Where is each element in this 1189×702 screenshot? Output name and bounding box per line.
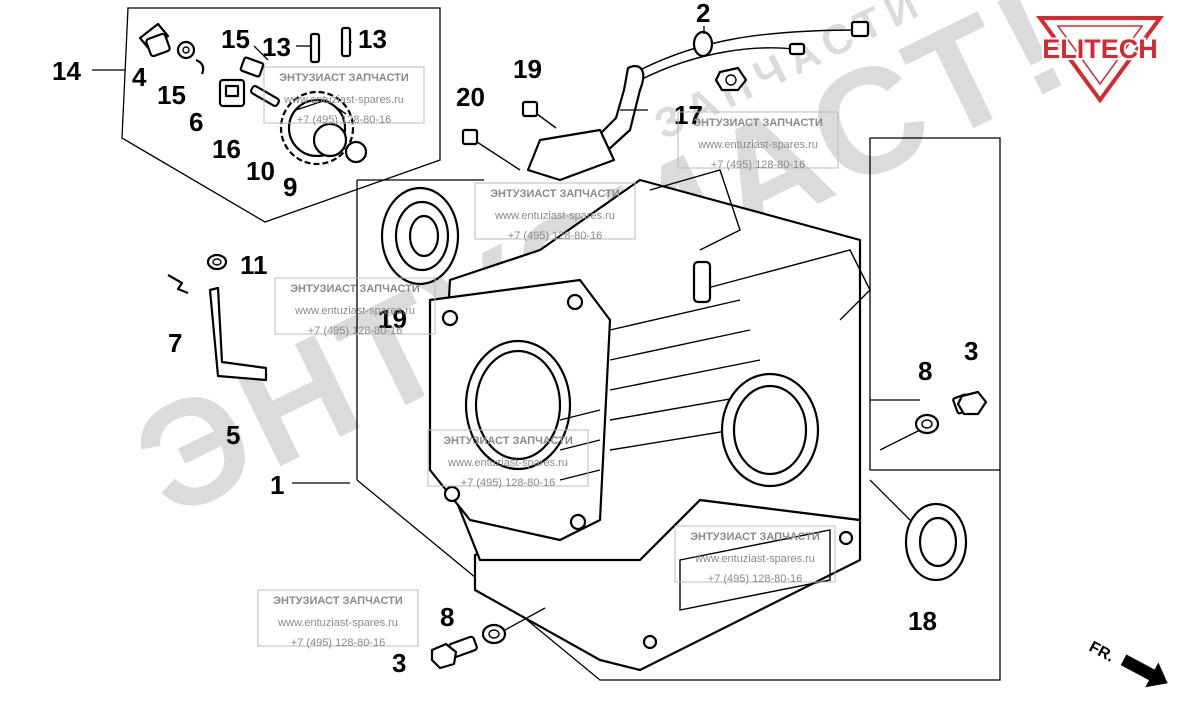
- callout-19b: 20: [456, 82, 485, 112]
- stamps: ЭНТУЗИАСТ ЗАПЧАСТИ www.entuziast-spares.…: [257, 66, 839, 649]
- front-direction-label: FR.: [1086, 639, 1117, 666]
- stamp-phone: +7 (495) 128-80-16: [308, 325, 402, 337]
- stamp-phone: +7 (495) 128-80-16: [461, 477, 555, 489]
- leader-lines: [92, 26, 921, 631]
- stamp-site: www.entuziast-spares.ru: [283, 94, 404, 106]
- stamp-site: www.entuziast-spares.ru: [694, 553, 815, 565]
- drain-plug-bottom: [430, 623, 507, 670]
- stamp-phone: +7 (495) 128-80-16: [291, 637, 385, 649]
- callout-18: 19: [378, 304, 407, 334]
- stamp-title: ЭНТУЗИАСТ ЗАПЧАСТИ: [290, 283, 420, 295]
- stamp: ЭНТУЗИАСТ ЗАПЧАСТИ www.entuziast-spares.…: [474, 182, 636, 242]
- callout-1: 1: [270, 470, 284, 500]
- stamp: ЭНТУЗИАСТ ЗАПЧАСТИ www.entuziast-spares.…: [677, 111, 839, 171]
- callout-17: 18: [908, 606, 937, 636]
- stamp-title: ЭНТУЗИАСТ ЗАПЧАСТИ: [490, 188, 620, 200]
- stamp: ЭНТУЗИАСТ ЗАПЧАСТИ www.entuziast-spares.…: [674, 525, 836, 585]
- stamp: ЭНТУЗИАСТ ЗАПЧАСТИ www.entuziast-spares.…: [427, 429, 589, 489]
- callout-10: 14: [52, 56, 81, 86]
- arrow-right-icon: [1120, 654, 1168, 688]
- crankshaft-bearing: [380, 186, 460, 286]
- oil-seal: [904, 502, 968, 582]
- stamp-phone: +7 (495) 128-80-16: [708, 573, 802, 585]
- callout-13b: 13: [358, 24, 387, 54]
- callout-15a: 15: [221, 24, 250, 54]
- callout-5: 5: [226, 420, 240, 450]
- callout-16: 17: [674, 100, 703, 130]
- callout-3b: 3: [392, 648, 406, 678]
- stamp-phone: +7 (495) 128-80-16: [297, 114, 391, 126]
- drain-plug-right: [914, 390, 988, 435]
- callout-2: 2: [696, 0, 710, 28]
- callout-12: 11: [240, 250, 268, 280]
- logo-text: ELITECH: [1042, 34, 1158, 64]
- stamp-title: ЭНТУЗИАСТ ЗАПЧАСТИ: [279, 72, 409, 84]
- stamp-site: www.entuziast-spares.ru: [697, 139, 818, 151]
- callout-8b: 8: [440, 602, 454, 632]
- callout-6: 6: [189, 107, 203, 137]
- governor-arm-parts: [167, 253, 268, 382]
- front-direction-indicator: FR.: [1086, 639, 1168, 688]
- stamp-site: www.entuziast-spares.ru: [277, 617, 398, 629]
- callout-3a: 3: [964, 336, 978, 366]
- callout-13a: 13: [262, 32, 291, 62]
- elitech-logo: ELITECH: [1036, 16, 1164, 104]
- callout-14: 15: [157, 80, 186, 110]
- stamp-site: www.entuziast-spares.ru: [294, 305, 415, 317]
- stamp: ЭНТУЗИАСТ ЗАПЧАСТИ www.entuziast-spares.…: [263, 66, 425, 126]
- stamp: ЭНТУЗИАСТ ЗАПЧАСТИ www.entuziast-spares.…: [274, 277, 436, 337]
- stamp-phone: +7 (495) 128-80-16: [508, 230, 602, 242]
- crankcase-body: [428, 169, 871, 672]
- stamp-title: ЭНТУЗИАСТ ЗАПЧАСТИ: [690, 531, 820, 543]
- breather-tube-assembly: [461, 20, 870, 182]
- callout-15b: 16: [212, 134, 241, 164]
- callout-numbers: 14 4 15 6 15 13 13 16 10 9 11 7 5 1 19 2…: [52, 0, 978, 678]
- stamp-site: www.entuziast-spares.ru: [494, 210, 615, 222]
- stamp-title: ЭНТУЗИАСТ ЗАПЧАСТИ: [443, 435, 573, 447]
- callout-11: 10: [246, 156, 275, 186]
- crankcase-group-box: [356, 137, 1001, 681]
- callout-4: 4: [132, 62, 147, 92]
- callout-8a: 8: [918, 356, 932, 386]
- callout-19a: 19: [513, 54, 542, 84]
- stamp: ЭНТУЗИАСТ ЗАПЧАСТИ www.entuziast-spares.…: [257, 589, 419, 649]
- oil-pump-group-box: [121, 7, 441, 223]
- stamp-phone: +7 (495) 128-80-16: [711, 159, 805, 171]
- stamp-title: ЭНТУЗИАСТ ЗАПЧАСТИ: [273, 595, 403, 607]
- oil-pump-assembly: [138, 22, 368, 166]
- callout-7: 7: [168, 328, 182, 358]
- callout-9: 9: [283, 172, 297, 202]
- stamp-title: ЭНТУЗИАСТ ЗАПЧАСТИ: [693, 117, 823, 129]
- stamp-site: www.entuziast-spares.ru: [447, 457, 568, 469]
